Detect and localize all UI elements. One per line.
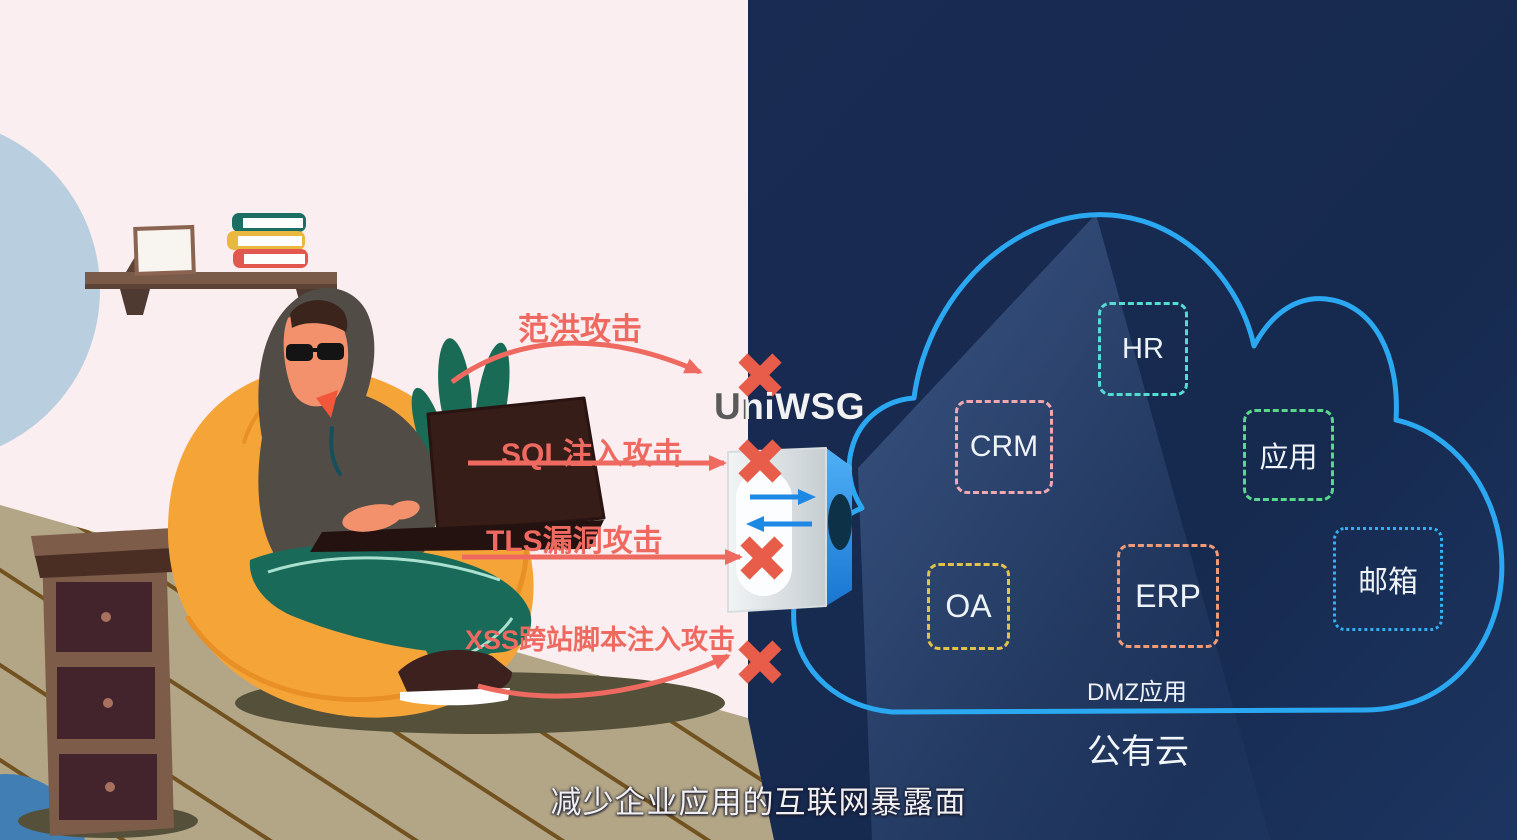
caption: 减少企业应用的互联网暴露面 bbox=[550, 785, 967, 820]
book-stack bbox=[227, 213, 308, 268]
blocked-x-icon bbox=[738, 439, 782, 483]
app-box-erp: ERP bbox=[1117, 544, 1219, 648]
attack-label-flood: 范洪攻击 bbox=[518, 312, 642, 347]
drawer-cabinet bbox=[31, 528, 177, 836]
attack-label-xss: XSS跨站脚本注入攻击 bbox=[465, 625, 736, 655]
sunglasses-icon bbox=[286, 343, 344, 361]
attack-label-sql: SQL注入攻击 bbox=[501, 438, 683, 471]
dmz-zone-label: DMZ应用 bbox=[1087, 679, 1187, 706]
attack-arrows bbox=[450, 340, 743, 699]
app-label: 应用 bbox=[1259, 442, 1318, 474]
app-box-oa: OA bbox=[927, 563, 1010, 650]
attack-label-tls: TLS漏洞攻击 bbox=[486, 525, 663, 558]
attack-arrow-flood bbox=[450, 340, 703, 385]
app-box-mail: 邮箱 bbox=[1333, 527, 1443, 631]
collar bbox=[316, 390, 338, 418]
app-box-hr: HR bbox=[1098, 302, 1188, 396]
app-label: HR bbox=[1122, 332, 1164, 365]
app-label: OA bbox=[945, 588, 992, 624]
gateway-label: UniWSG bbox=[714, 386, 865, 427]
blocked-x-marks bbox=[738, 353, 784, 684]
blocked-x-icon bbox=[738, 640, 782, 684]
app-box-app: 应用 bbox=[1243, 409, 1334, 501]
attack-arrow-xss bbox=[477, 653, 731, 699]
hood-drawstring bbox=[329, 426, 342, 476]
app-box-crm: CRM bbox=[955, 400, 1053, 494]
pants bbox=[249, 545, 532, 654]
gateway-beam bbox=[858, 214, 1270, 840]
cloud-title: 公有云 bbox=[1087, 733, 1189, 771]
blocked-x-icon bbox=[738, 353, 782, 397]
hands bbox=[342, 500, 420, 532]
blocked-x-icon bbox=[740, 536, 784, 580]
pants-piping bbox=[267, 556, 501, 582]
hair bbox=[290, 300, 348, 332]
wall-circle-decor bbox=[0, 133, 100, 447]
sneakers bbox=[398, 649, 512, 706]
face bbox=[283, 311, 349, 407]
hacker-figure bbox=[249, 287, 532, 706]
app-label: ERP bbox=[1135, 577, 1201, 614]
transfer-arrows-icon bbox=[746, 489, 816, 532]
picture-frame bbox=[126, 224, 196, 277]
app-label: CRM bbox=[969, 430, 1039, 463]
app-label: 邮箱 bbox=[1358, 566, 1418, 599]
